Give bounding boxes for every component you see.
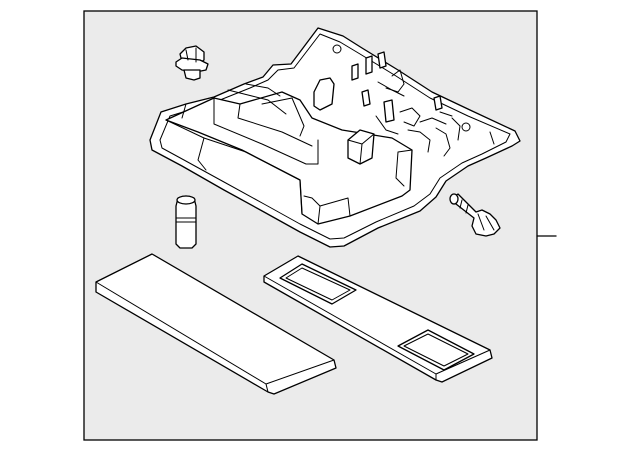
push-clip[interactable] bbox=[175, 45, 209, 81]
bulb[interactable] bbox=[175, 195, 197, 249]
mounting-hole-right bbox=[461, 122, 471, 132]
mounting-bolt[interactable] bbox=[449, 193, 501, 237]
gasket-frame[interactable] bbox=[263, 255, 493, 383]
lens-panel[interactable] bbox=[95, 253, 337, 395]
gasket-window-upper bbox=[279, 263, 357, 305]
mounting-hole bbox=[332, 44, 342, 54]
overhead-console-housing[interactable] bbox=[149, 27, 521, 248]
